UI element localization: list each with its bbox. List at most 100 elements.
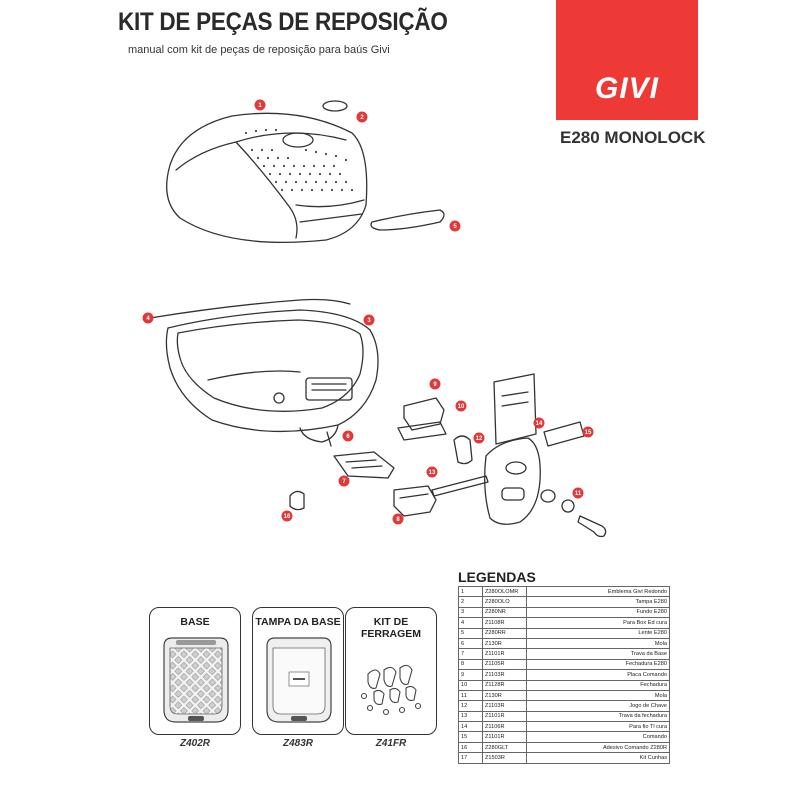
badge-10: 10 <box>455 400 467 412</box>
lock-block-part <box>403 397 445 431</box>
legend-part-code: Z1128R <box>482 679 527 691</box>
legend-part-number: 4 <box>458 617 483 629</box>
lid-texture <box>244 128 354 192</box>
badge-11: 11 <box>572 487 584 499</box>
legend-part-code: Z280OLOMR <box>482 585 527 598</box>
svg-text:7: 7 <box>342 479 346 485</box>
legend-part-description: Mola <box>526 689 670 702</box>
legend-part-number: 9 <box>458 669 483 681</box>
svg-text:8: 8 <box>396 517 400 523</box>
legend-part-number: 13 <box>458 710 483 723</box>
legend-part-number: 2 <box>458 596 483 608</box>
givi-logo: GIVI <box>594 72 659 105</box>
legend-part-code: Z1503R <box>482 752 527 764</box>
legend-part-number: 8 <box>458 658 483 671</box>
badge-5: 5 <box>449 220 461 232</box>
legend-part-code: Z1103R <box>482 700 527 712</box>
legend-part-description: Trava da Base <box>526 648 670 660</box>
svg-text:12: 12 <box>476 436 483 442</box>
svg-text:14: 14 <box>536 421 543 427</box>
brand-panel: GIVI <box>556 0 698 120</box>
legend-part-description: Emblema Givi Redondo <box>526 585 670 598</box>
legend-part-description: Mola <box>526 637 670 650</box>
svg-text:6: 6 <box>346 434 350 440</box>
card-base-cover-code: Z483R <box>282 738 313 749</box>
legend-part-description: Placa Comando <box>526 669 670 681</box>
badge-14: 14 <box>533 417 545 429</box>
legend-part-number: 16 <box>458 741 483 754</box>
svg-text:10: 10 <box>458 404 465 410</box>
legend-part-code: Z1105R <box>482 658 527 671</box>
lid-part <box>166 112 368 244</box>
badge-3: 3 <box>363 314 375 326</box>
part-badges: 1 2 3 4 5 6 7 8 9 10 11 12 13 14 15 16 <box>142 99 594 525</box>
card-base-code: Z402R <box>179 738 210 749</box>
legend-part-description: Kit Cunhas <box>526 752 670 764</box>
svg-text:4: 4 <box>146 316 150 322</box>
legend-part-number: 1 <box>458 585 483 598</box>
spring-part <box>326 431 332 447</box>
svg-text:11: 11 <box>575 491 582 497</box>
legend-part-number: 3 <box>458 606 483 619</box>
svg-text:3: 3 <box>367 318 371 324</box>
legend-part-code: Z280GLT <box>482 741 527 754</box>
card-title: BASE <box>180 616 210 628</box>
badge-7: 7 <box>338 475 350 487</box>
svg-text:9: 9 <box>433 382 437 388</box>
rod-part <box>431 475 489 497</box>
legend-part-description: Fechadura E280 <box>526 658 670 671</box>
svg-text:13: 13 <box>429 470 436 476</box>
base-cover-icon <box>266 637 332 723</box>
model-label: E280 MONOLOCK <box>560 128 706 147</box>
legend-part-description: Jogo de Chave <box>526 700 670 712</box>
legend-part-number: 15 <box>458 731 483 743</box>
seal-part <box>149 298 351 319</box>
hardware-kit-icon <box>360 664 422 716</box>
svg-text:16: 16 <box>284 514 291 520</box>
legend-part-description: Para Box Ed cura <box>526 617 670 629</box>
legend-part-code: Z280OLO <box>482 596 527 608</box>
badge-2: 2 <box>356 111 368 123</box>
legend-part-code: Z280NR <box>482 606 527 619</box>
svg-text:15: 15 <box>585 430 592 436</box>
legend-part-number: 6 <box>458 637 483 650</box>
legend-part-description: Fundo E280 <box>526 606 670 619</box>
latch-plate-part <box>333 451 395 479</box>
card-base: BASE <box>149 607 241 735</box>
label-part <box>543 421 585 447</box>
svg-text:1: 1 <box>258 103 262 109</box>
command-plate-part <box>493 373 537 445</box>
key-part <box>577 515 607 538</box>
legend-part-code: Z280RR <box>482 627 527 639</box>
cylinder-part <box>540 489 556 503</box>
card-base-cover: TAMPA DA BASE <box>252 607 344 735</box>
emblem-part <box>322 100 348 112</box>
legend-part-code: Z1103R <box>482 669 527 681</box>
badge-13: 13 <box>426 466 438 478</box>
legend-part-number: 12 <box>458 700 483 712</box>
badge-6: 6 <box>342 430 354 442</box>
legend-part-code: Z1108R <box>482 617 527 629</box>
badge-1: 1 <box>254 99 266 111</box>
cap-part <box>289 490 305 511</box>
base-plate-icon <box>163 637 229 723</box>
legend-part-description: Lente E280 <box>526 627 670 639</box>
badge-16: 16 <box>281 510 293 522</box>
legend-part-description: Tampa E280 <box>526 596 670 608</box>
svg-text:5: 5 <box>453 224 457 230</box>
legend-part-code: Z130R <box>482 637 527 650</box>
